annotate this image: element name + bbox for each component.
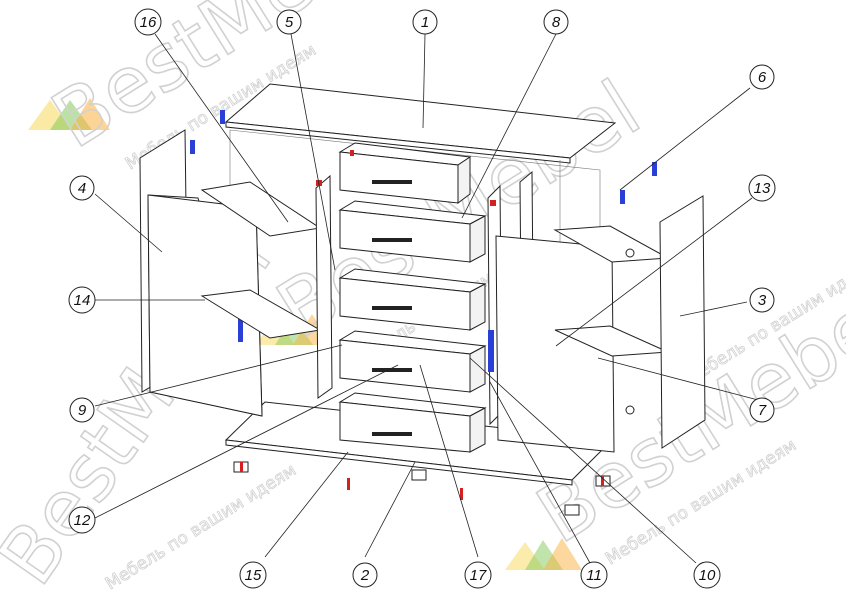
callout-1: 1 <box>412 9 438 35</box>
fitting-6 <box>652 162 657 176</box>
drawer-4 <box>338 330 487 393</box>
callout-6: 6 <box>749 64 775 90</box>
callout-6-label: 6 <box>758 69 767 86</box>
callout-5: 5 <box>276 9 302 35</box>
callout-17-label: 17 <box>470 567 487 584</box>
leader-lines <box>94 33 759 564</box>
callout-7-label: 7 <box>758 402 767 419</box>
callout-3: 3 <box>749 287 775 313</box>
callout-16: 16 <box>134 8 162 36</box>
watermark-logo-bottom <box>505 538 582 570</box>
callout-3-label: 3 <box>758 292 767 309</box>
callout-13-label: 13 <box>754 180 771 197</box>
callout-5-label: 5 <box>285 14 294 31</box>
callout-15-label: 15 <box>245 567 262 584</box>
callout-16-label: 16 <box>140 14 157 31</box>
drawer-2 <box>338 200 487 263</box>
callout-11: 11 <box>580 561 608 589</box>
callout-12: 12 <box>68 506 96 534</box>
callout-17: 17 <box>464 561 492 589</box>
callout-8-label: 8 <box>552 14 561 31</box>
callout-15: 15 <box>239 561 267 589</box>
callout-9-label: 9 <box>78 402 87 419</box>
feet <box>233 461 611 516</box>
callout-10: 10 <box>693 561 721 589</box>
callout-14: 14 <box>68 286 96 314</box>
drawer-3 <box>338 268 487 331</box>
watermark-logo-top <box>28 98 110 130</box>
callout-12-label: 12 <box>74 512 91 529</box>
callout-9: 9 <box>69 397 95 423</box>
callout-13: 13 <box>748 174 776 202</box>
right-door-handle <box>488 330 494 372</box>
callout-4: 4 <box>69 175 95 201</box>
right-side-panel <box>659 195 706 449</box>
drawer-1 <box>338 142 472 204</box>
callout-14-label: 14 <box>74 292 91 309</box>
callout-1-label: 1 <box>421 14 429 31</box>
drawer-stack <box>338 142 487 453</box>
callout-2: 2 <box>352 562 378 588</box>
drawer-5 <box>338 392 487 453</box>
callout-2-label: 2 <box>360 567 370 584</box>
callout-11-label: 11 <box>586 567 602 584</box>
callout-8: 8 <box>543 9 569 35</box>
callout-10-label: 10 <box>699 567 716 584</box>
callout-4-label: 4 <box>78 180 86 197</box>
callout-7: 7 <box>749 397 775 423</box>
right-door <box>495 235 615 453</box>
